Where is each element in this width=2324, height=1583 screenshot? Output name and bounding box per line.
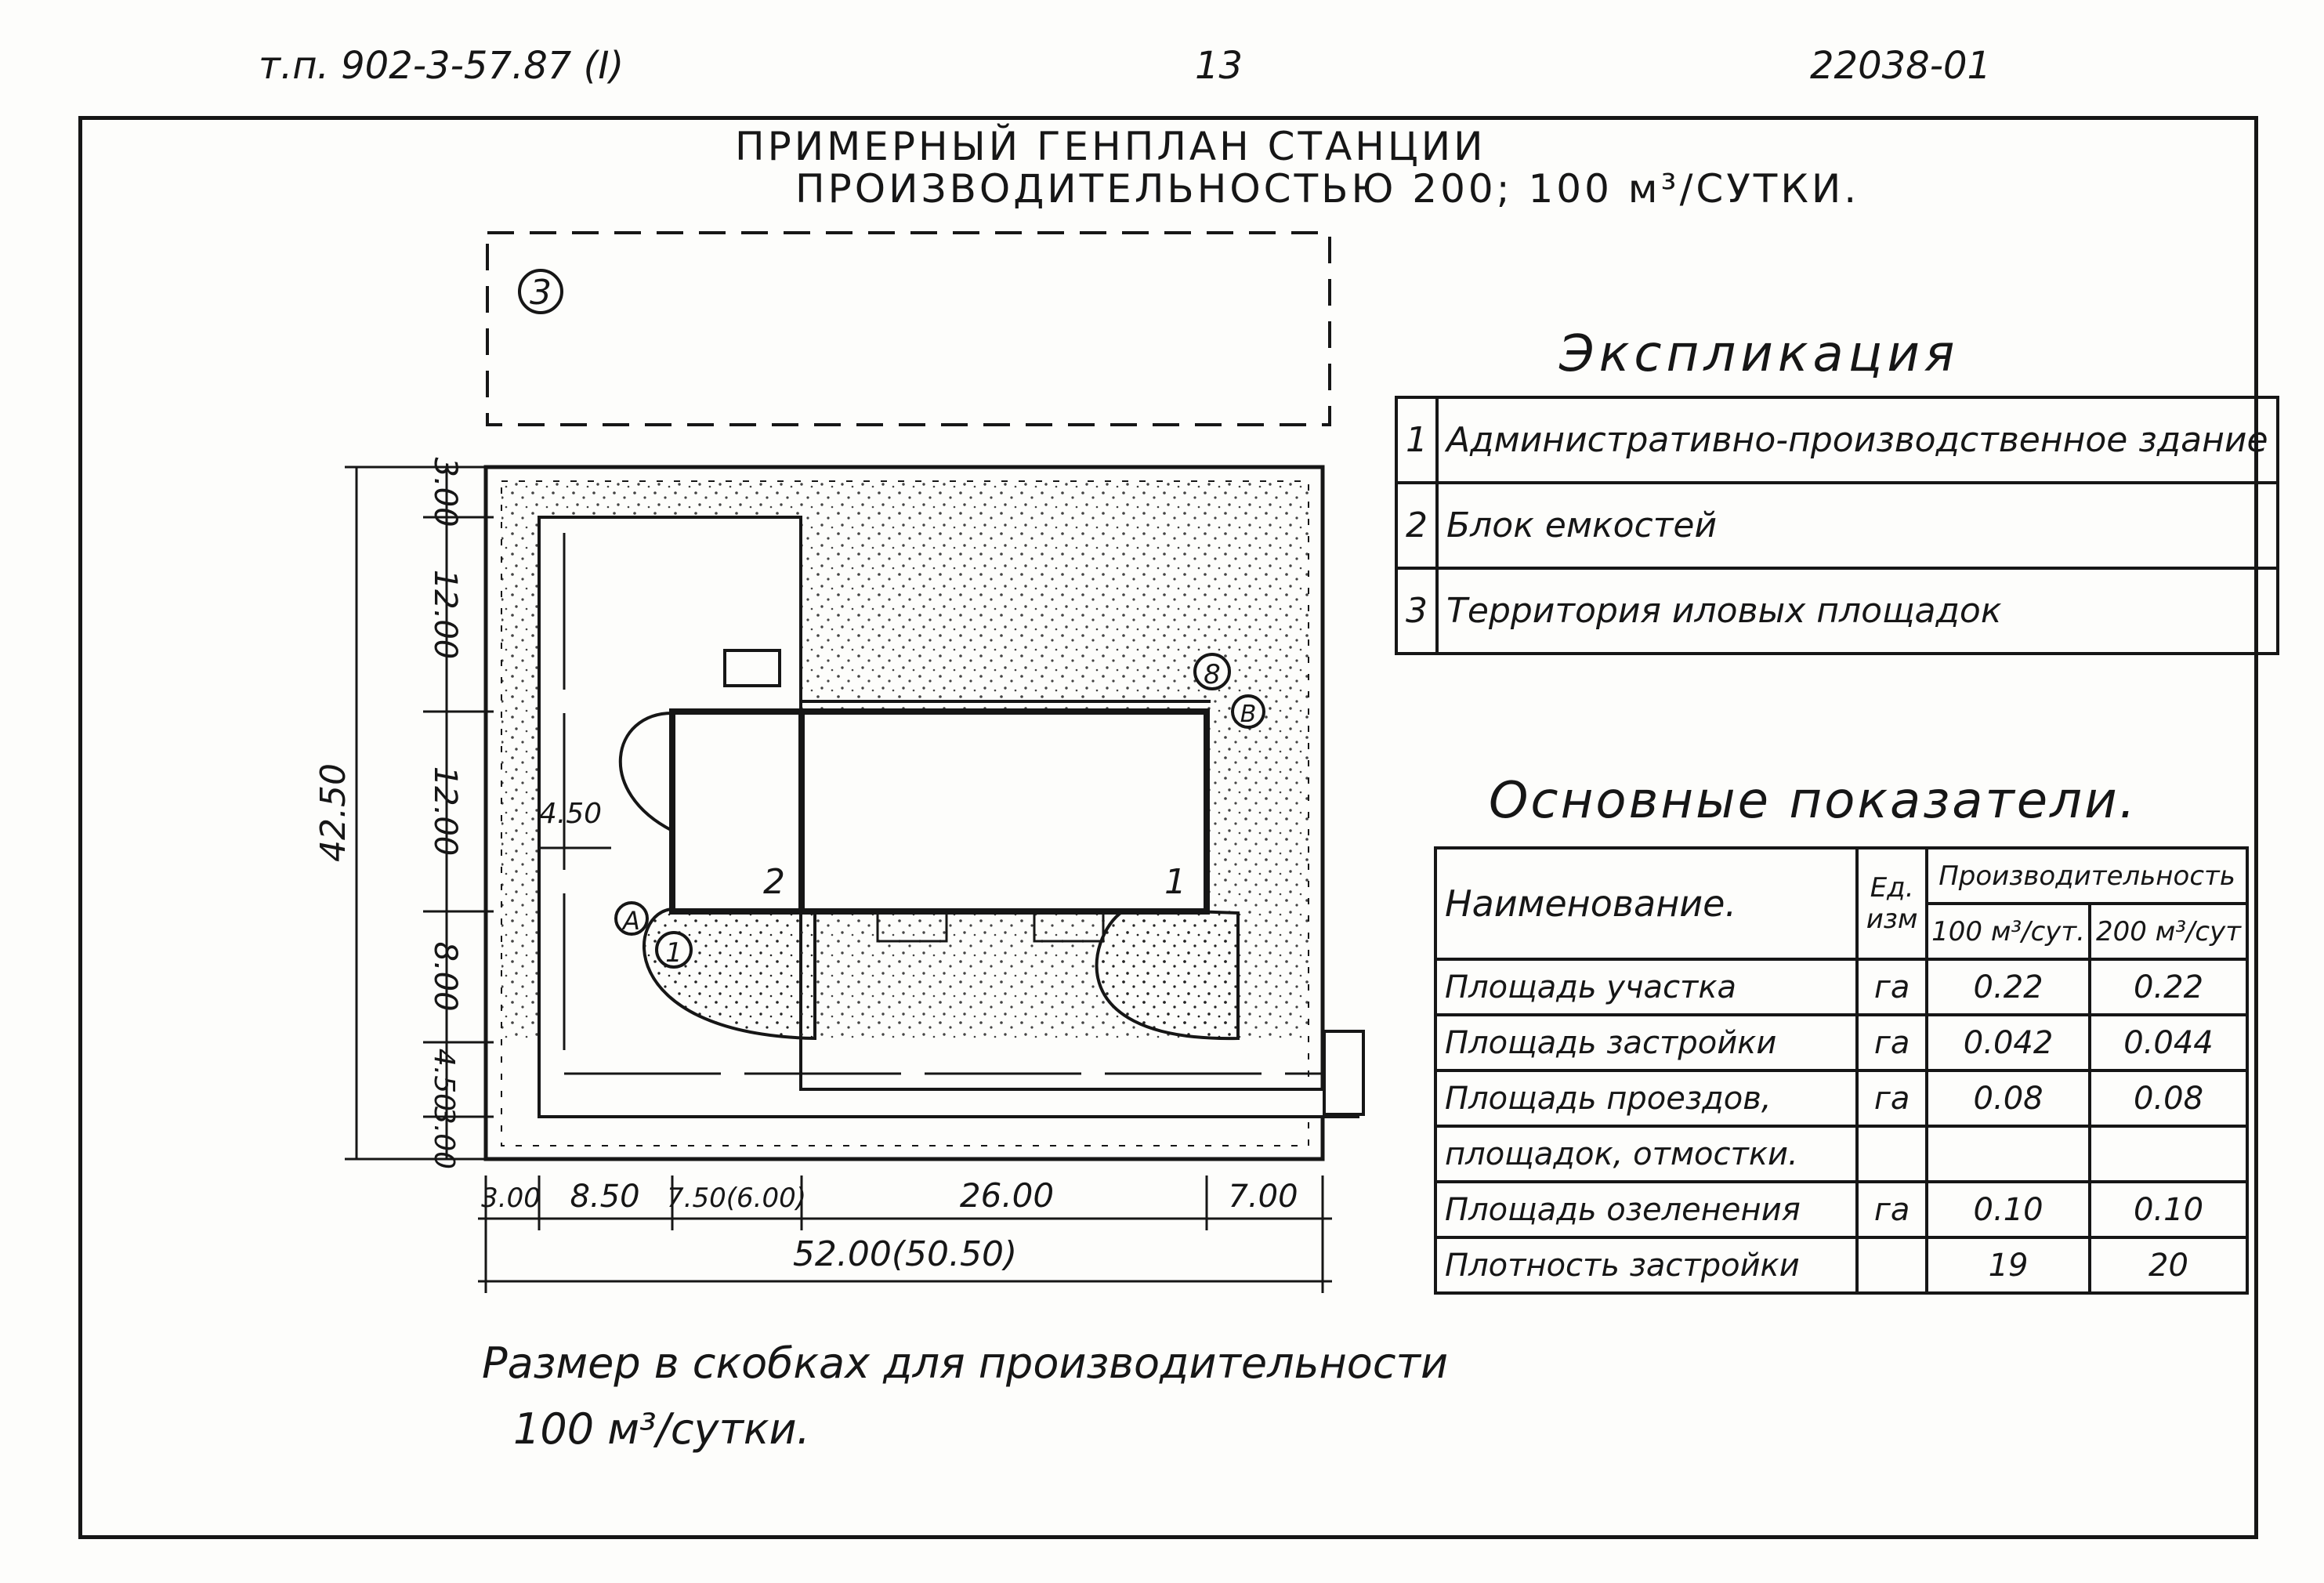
header-200: 200 м³/сут	[2088, 902, 2249, 961]
site-boundary	[483, 465, 1325, 1161]
header-100: 100 м³/сут.	[1925, 902, 2091, 961]
table-row: Плотность застройки 19 20	[1433, 1236, 2249, 1295]
indicators-table: Наименование. Ед. изм Производительность…	[1433, 846, 2249, 1295]
dim-4-50: 4.50	[539, 798, 602, 830]
drawing-title-line-1: ПРИМЕРНЫЙ ГЕНПЛАН СТАНЦИИ	[735, 124, 1486, 169]
drawing-title-line-2: ПРОИЗВОДИТЕЛЬНОСТЬЮ 200; 100 м³/СУТКИ.	[795, 166, 1860, 212]
explication-num: 2	[1395, 481, 1439, 570]
explication-num: 1	[1395, 396, 1439, 484]
svg-text:В: В	[1240, 701, 1257, 728]
vdim-1: 3.00	[427, 457, 463, 527]
marker-a	[614, 901, 649, 936]
stair-unit	[723, 649, 781, 687]
header-performance: Производительность	[1925, 846, 2249, 905]
marker-b	[1231, 694, 1265, 729]
explication-row: 1 Административно-производственное здани…	[1395, 396, 2279, 484]
building-2-number: 2	[763, 862, 785, 902]
zone-3-marker	[518, 269, 563, 314]
hdim-4: 26.00	[960, 1176, 1054, 1215]
table-row: Площадь застройки га 0.042 0.044	[1433, 1013, 2249, 1072]
entry-curve	[618, 712, 673, 832]
road-exit	[1323, 1030, 1365, 1116]
explication-table: 1 Административно-производственное здани…	[1395, 396, 2279, 655]
hdim-3: 7.50(6.00)	[667, 1183, 806, 1214]
svg-text:А: А	[621, 906, 640, 936]
indicators-header-row: Наименование. Ед. изм Производительность	[1433, 846, 2249, 961]
footnote-line-1: Размер в скобках для производительности	[482, 1338, 1449, 1388]
marker-8	[1193, 653, 1231, 690]
vdim-6: 3.00	[428, 1107, 460, 1169]
vdim-2: 12.00	[427, 570, 463, 660]
table-row: площадок, отмостки.	[1433, 1125, 2249, 1183]
drawing-frame	[78, 116, 2258, 1539]
explication-row: 2 Блок емкостей	[1395, 481, 2279, 570]
steps-right	[1033, 910, 1105, 943]
turn-area-right	[1095, 907, 1240, 1041]
sheet-designation: т.п. 902-3-57.87 (I)	[259, 44, 624, 88]
sludge-beds-zone	[486, 231, 1331, 426]
header-unit: Ед. изм	[1855, 846, 1929, 961]
vdim-4: 8.00	[427, 941, 463, 1011]
table-row: Площадь озеленения га 0.10 0.10	[1433, 1180, 2249, 1239]
building-1-admin	[798, 708, 1210, 915]
explication-title: Экспликация	[1559, 325, 1960, 383]
explication-row: 3 Территория иловых площадок	[1395, 567, 2279, 655]
hdim-1: 3.00	[481, 1183, 541, 1214]
svg-text:8: 8	[1204, 659, 1221, 690]
svg-text:1: 1	[665, 937, 682, 969]
zone-3-label: 3	[530, 273, 552, 313]
header-name: Наименование.	[1433, 846, 1859, 961]
table-row: Площадь участка га 0.22 0.22	[1433, 958, 2249, 1016]
explication-text: Блок емкостей	[1435, 481, 2279, 570]
vdim-3: 12.00	[427, 766, 463, 857]
building-1-number: 1	[1164, 862, 1186, 902]
vdim-total: 42.50	[313, 763, 353, 862]
hdim-2: 8.50	[570, 1179, 639, 1215]
explication-text: Административно-производственное здание	[1435, 396, 2279, 484]
marker-1	[655, 931, 693, 969]
building-2-tank-block	[669, 708, 805, 915]
vdim-5: 4.50	[428, 1049, 460, 1111]
footnote-line-2: 100 м³/сутки.	[513, 1404, 810, 1454]
drawing-number: 22038-01	[1810, 44, 1992, 88]
page-number: 13	[1195, 44, 1243, 88]
indicators-subheader-row: 100 м³/сут. 200 м³/сут	[1435, 902, 2249, 961]
hdim-5: 7.00	[1228, 1179, 1298, 1215]
explication-num: 3	[1395, 567, 1439, 655]
hdim-total: 52.00(50.50)	[793, 1234, 1017, 1274]
road-centerline	[563, 533, 1359, 1075]
steps-left	[876, 910, 948, 943]
indicators-title: Основные показатели.	[1489, 772, 2138, 830]
explication-text: Территория иловых площадок	[1435, 567, 2279, 655]
table-row: Площадь проездов, га 0.08 0.08	[1433, 1069, 2249, 1128]
